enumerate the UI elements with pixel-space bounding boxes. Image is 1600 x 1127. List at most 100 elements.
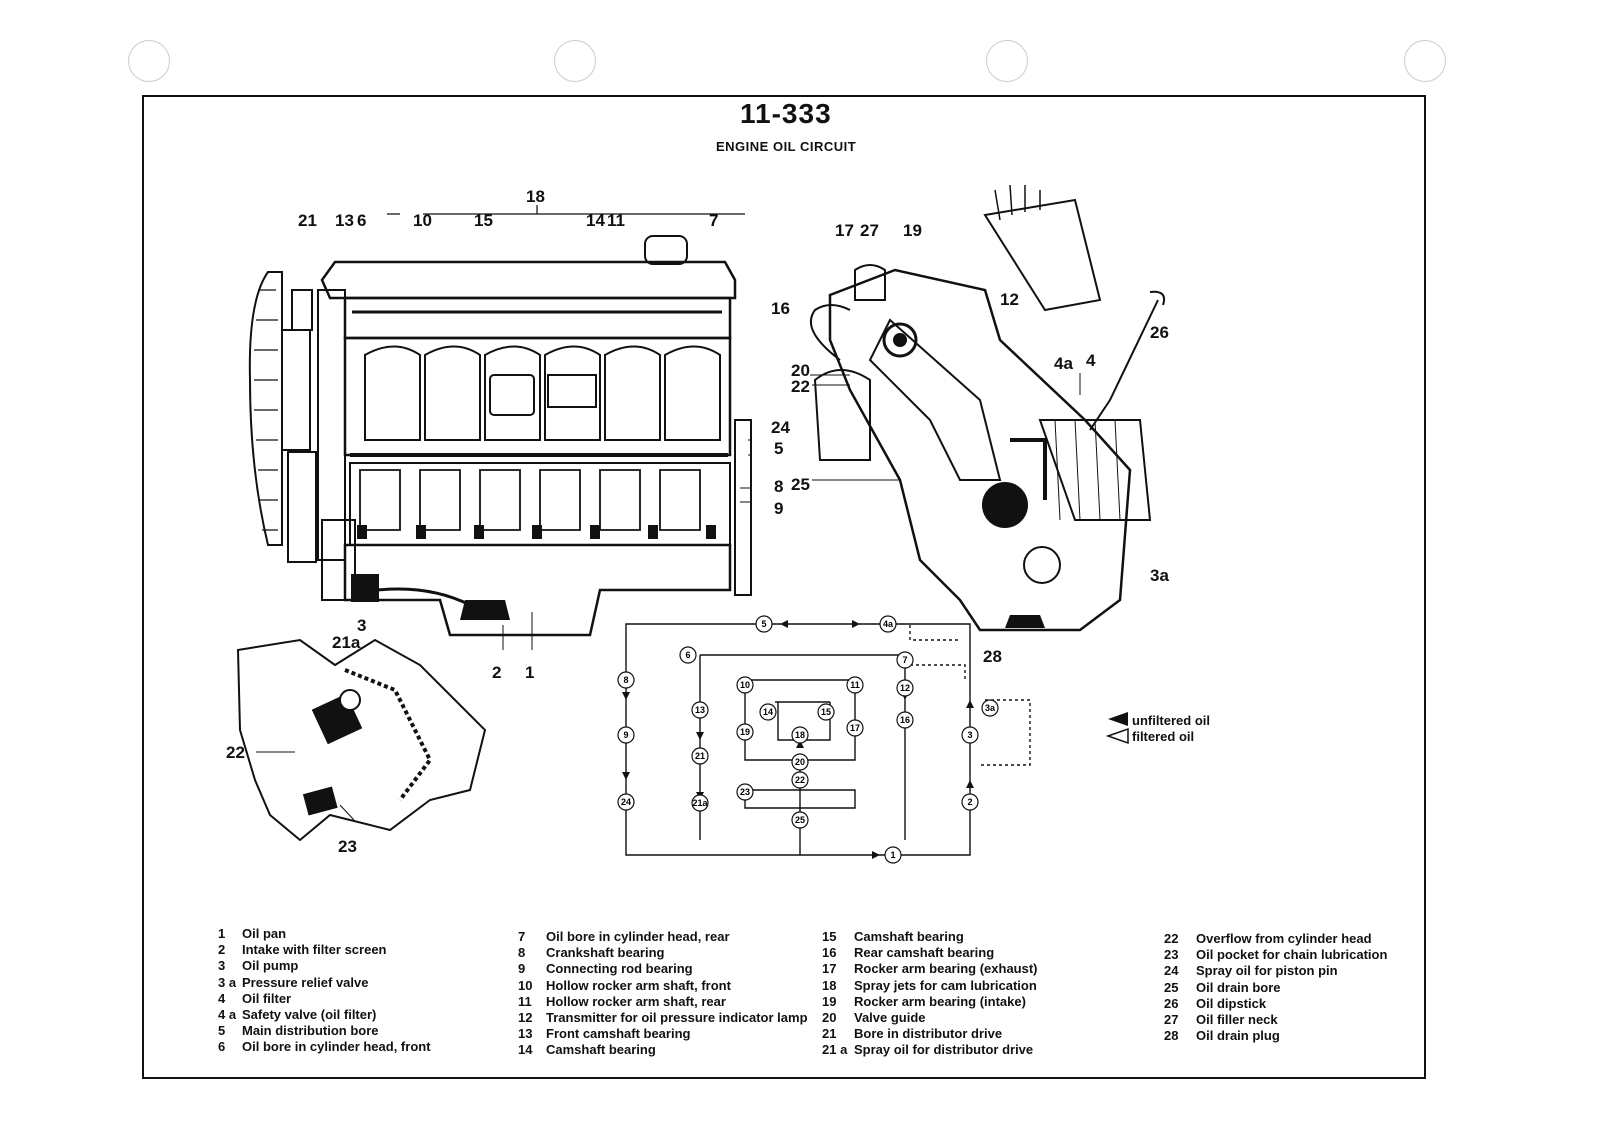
part-description: Crankshaft bearing <box>546 945 665 961</box>
flow-node-2: 2 <box>961 793 979 811</box>
flow-node-15: 15 <box>817 703 835 721</box>
flow-node-13: 13 <box>691 701 709 719</box>
label-12: 12 <box>1000 290 1019 309</box>
parts-list-item: 5 Main distribution bore <box>218 1023 431 1039</box>
flow-node-19: 19 <box>736 723 754 741</box>
flow-node-label: 22 <box>795 775 805 785</box>
page-frame <box>142 95 1426 1079</box>
part-number: 21 <box>822 1026 837 1042</box>
part-description: Connecting rod bearing <box>546 961 693 977</box>
flow-node-label: 11 <box>850 680 860 690</box>
label-22-side: 22 <box>791 377 810 396</box>
flow-node-label: 5 <box>761 619 766 629</box>
flow-node-label: 25 <box>795 815 805 825</box>
flow-node-4a: 4a <box>879 615 897 633</box>
label-2: 2 <box>492 663 502 682</box>
part-number: 23 <box>1164 947 1179 963</box>
parts-list-item: 4 a Safety valve (oil filter) <box>218 1007 431 1023</box>
flow-node-1: 1 <box>884 846 902 864</box>
part-description: Oil pocket for chain lubrication <box>1196 947 1388 963</box>
part-number: 5 <box>218 1023 226 1039</box>
part-description: Oil bore in cylinder head, front <box>242 1039 431 1055</box>
flow-node-20: 20 <box>791 753 809 771</box>
label-14: 14 <box>586 211 605 230</box>
part-number: 4 <box>218 990 226 1006</box>
part-description: Oil bore in cylinder head, rear <box>546 929 730 944</box>
part-description: Main distribution bore <box>242 1023 379 1039</box>
parts-list-item: 4 Oil filter <box>218 991 431 1007</box>
page-title: ENGINE OIL CIRCUIT <box>716 139 857 154</box>
flow-node-16: 16 <box>896 711 914 729</box>
flow-node-18: 18 <box>791 726 809 744</box>
legend-filtered-oil: filtered oil <box>1132 729 1195 744</box>
part-number: 4 a <box>218 1007 237 1023</box>
part-description: Oil filter <box>242 990 292 1006</box>
flow-node-label: 3a <box>985 703 996 713</box>
label-16: 16 <box>771 299 790 318</box>
part-description: Bore in distributor drive <box>854 1026 1003 1042</box>
flow-node-8: 8 <box>617 671 635 689</box>
flow-node-21: 21 <box>691 747 709 765</box>
flow-node-label: 10 <box>740 680 750 690</box>
binder-hole <box>986 40 1028 82</box>
part-description: Oil pan <box>242 926 287 941</box>
part-description: Transmitter for oil pressure indicator l… <box>546 1010 808 1026</box>
parts-list-item: 26 Oil dipstick <box>1164 996 1387 1012</box>
flow-node-label: 19 <box>740 727 750 737</box>
parts-list-item: 7 Oil bore in cylinder head, rear <box>518 929 808 945</box>
part-description: Pressure relief valve <box>242 974 369 990</box>
part-number: 22 <box>1164 931 1179 946</box>
part-number: 26 <box>1164 995 1179 1011</box>
flow-node-label: 8 <box>623 675 628 685</box>
flow-node-label: 24 <box>621 797 631 807</box>
label-22-detail: 22 <box>226 743 245 762</box>
part-number: 24 <box>1164 963 1179 979</box>
label-5: 5 <box>774 439 784 458</box>
flow-node-25: 25 <box>791 811 809 829</box>
flow-node-label: 3 <box>967 730 972 740</box>
part-number: 9 <box>518 961 526 977</box>
label-3a: 3a <box>1150 566 1169 585</box>
part-number: 14 <box>518 1042 533 1058</box>
part-description: Camshaft bearing <box>854 929 964 944</box>
flow-node-3a: 3a <box>981 699 999 717</box>
flow-node-label: 17 <box>850 723 860 733</box>
part-number: 21 a <box>822 1042 848 1058</box>
parts-list-item: 23 Oil pocket for chain lubrication <box>1164 947 1387 963</box>
flow-node-label: 21a <box>692 798 708 808</box>
part-number: 27 <box>1164 1012 1179 1028</box>
flow-node-12: 12 <box>896 679 914 697</box>
label-13: 13 <box>335 211 354 230</box>
label-7: 7 <box>709 211 719 230</box>
part-number: 18 <box>822 977 837 993</box>
label-15: 15 <box>474 211 493 230</box>
part-number: 2 <box>218 942 226 958</box>
timing-chain-detail <box>236 638 487 842</box>
part-description: Oil dipstick <box>1196 995 1267 1011</box>
part-description: Oil filler neck <box>1196 1012 1278 1028</box>
part-description: Safety valve (oil filter) <box>242 1007 377 1023</box>
flow-node-label: 1 <box>890 850 895 860</box>
part-description: Spray jets for cam lubrication <box>854 977 1037 993</box>
flow-node-3: 3 <box>961 726 979 744</box>
part-number: 19 <box>822 993 837 1009</box>
flow-node-23: 23 <box>736 783 754 801</box>
part-number: 7 <box>518 929 526 944</box>
flow-node-10: 10 <box>736 676 754 694</box>
label-19: 19 <box>903 221 922 240</box>
flow-node-label: 21 <box>695 751 705 761</box>
label-9: 9 <box>774 499 784 518</box>
parts-list-item: 18 Spray jets for cam lubrication <box>822 978 1038 994</box>
part-description: Spray oil for distributor drive <box>854 1042 1034 1058</box>
part-number: 13 <box>518 1026 533 1042</box>
